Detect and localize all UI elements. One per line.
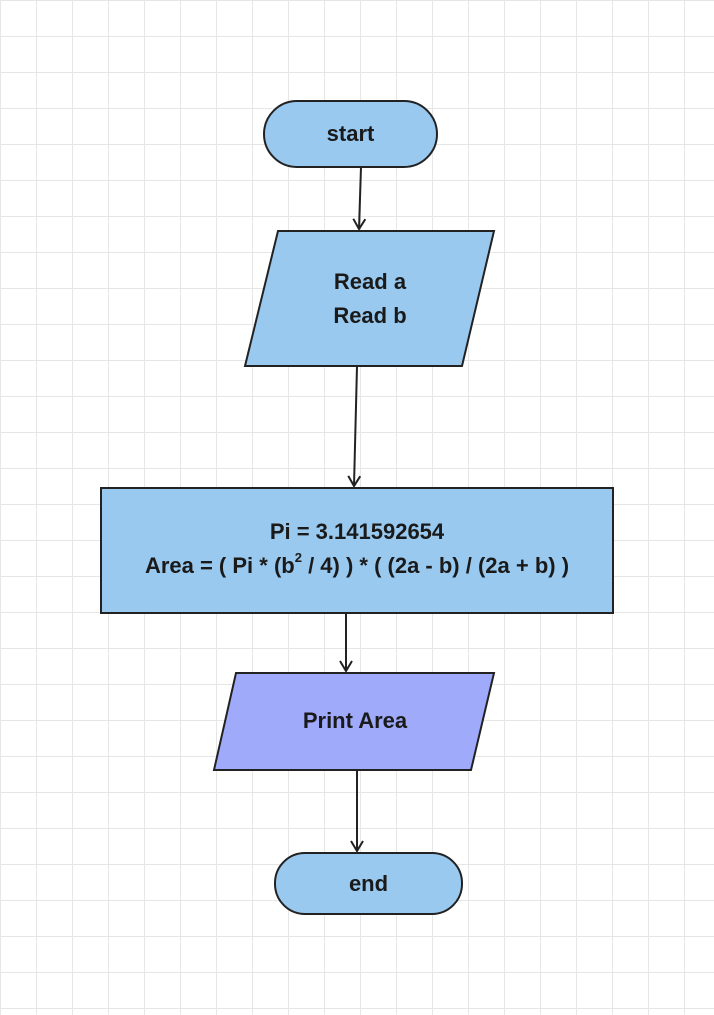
process-area-part-1: Area = ( Pi * (b (144, 553, 295, 578)
start-text: start (326, 121, 375, 146)
input-line-read-a: Read a (333, 269, 407, 294)
end-text: end (348, 870, 389, 896)
arrow-start-to-input (352, 166, 367, 231)
process-area-part-2: / 4) ) * ( (2a - b) / (2a + b) ) (301, 553, 570, 578)
input-line-read-b: Read b (333, 303, 407, 328)
arrow-input-to-process (347, 365, 362, 488)
process-line-pi: Pi = 3.141592654 (269, 519, 445, 544)
output-label: Print Area (230, 703, 480, 739)
end-label: end (275, 853, 462, 914)
start-label: start (264, 101, 437, 167)
output-parallelogram-shape[interactable] (212, 672, 496, 771)
process-label: Pi = 3.141592654 Area = ( Pi * (b2 / 4) … (101, 515, 613, 583)
output-text: Print Area (302, 708, 408, 733)
end-terminal-shape[interactable] (274, 852, 463, 915)
process-area-exponent: 2 (294, 549, 302, 565)
input-parallelogram-shape[interactable] (243, 230, 496, 367)
process-rectangle-shape[interactable] (100, 487, 614, 614)
start-terminal-shape[interactable] (263, 100, 438, 168)
process-line-area: Area = ( Pi * (b2 / 4) ) * ( (2a - b) / … (145, 549, 569, 583)
input-label: Read a Read b (270, 265, 470, 333)
